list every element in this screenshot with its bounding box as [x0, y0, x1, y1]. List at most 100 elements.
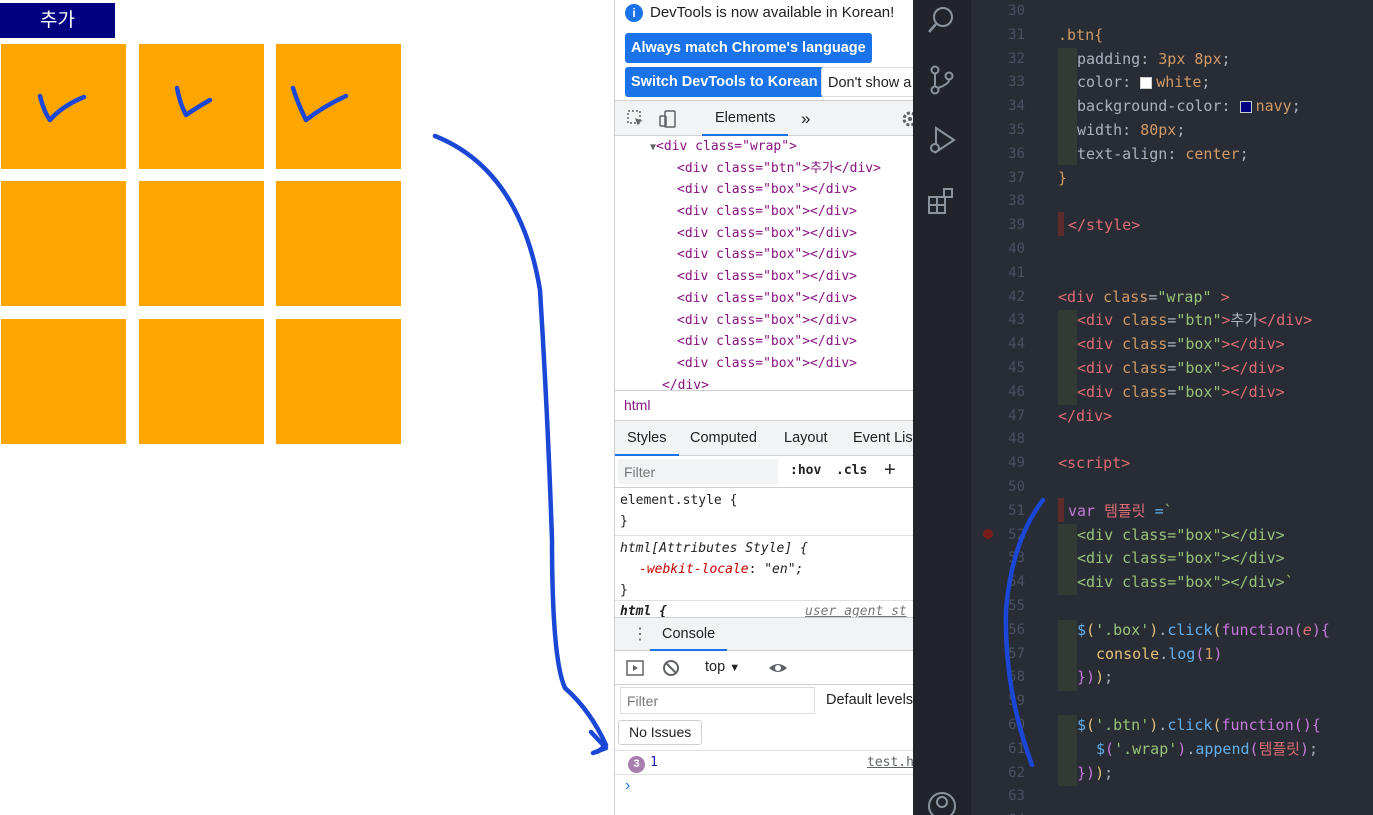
color-swatch[interactable] — [1140, 76, 1153, 89]
hover-state-toggle[interactable]: :hov — [790, 463, 822, 478]
line-number: 64 — [975, 809, 1025, 815]
devtools-toolbar: Elements » — [615, 100, 913, 136]
dom-node-close[interactable]: </div> — [662, 377, 709, 393]
dom-node-box[interactable]: <div class="box"></div> — [677, 182, 858, 198]
drawer-menu-icon[interactable]: ⋮ — [632, 626, 648, 643]
css-value: white — [1156, 73, 1202, 92]
repeat-count-badge: 3 — [628, 756, 645, 773]
tab-event-listeners[interactable]: Event List — [853, 430, 913, 446]
css-property: width — [1077, 121, 1123, 139]
code-line: <div class="box"></div> — [1077, 335, 1285, 354]
dom-node-box[interactable]: <div class="box"></div> — [677, 312, 858, 328]
line-number: 41 — [1008, 264, 1025, 281]
tab-computed[interactable]: Computed — [690, 430, 757, 446]
switch-to-korean-button[interactable]: Switch DevTools to Korean — [625, 67, 824, 97]
dom-node-box[interactable]: <div class="box"></div> — [677, 204, 858, 220]
code-method: append — [1195, 739, 1250, 758]
dom-node-box[interactable]: <div class="box"></div> — [677, 290, 858, 306]
box-4[interactable] — [1, 181, 126, 306]
box-9[interactable] — [276, 319, 401, 444]
line-number: 49 — [1008, 455, 1025, 472]
line-number: 35 — [1008, 122, 1025, 138]
live-expression-eye-icon[interactable] — [768, 659, 787, 677]
tab-console[interactable]: Console — [650, 618, 728, 651]
new-rule-icon[interactable]: + — [884, 459, 896, 481]
code-line: <div class="wrap" > — [1058, 287, 1230, 306]
activity-bar — [913, 0, 971, 815]
context-selector[interactable]: top ▼ — [705, 659, 740, 675]
line-number: 34 — [1008, 98, 1025, 115]
dom-node-box[interactable]: <div class="box"></div> — [677, 355, 858, 371]
tab-styles[interactable]: Styles — [615, 421, 679, 456]
no-issues-button[interactable]: No Issues — [618, 720, 703, 745]
code-string: '.btn' — [1095, 716, 1150, 734]
box-6[interactable] — [276, 181, 401, 306]
breakpoint-marker[interactable] — [983, 529, 993, 539]
clear-console-icon[interactable] — [662, 659, 680, 677]
line-number: 38 — [1008, 193, 1025, 210]
code-method: click — [1167, 716, 1213, 734]
sidebar-toggle-icon[interactable] — [626, 659, 644, 677]
box-5[interactable] — [139, 181, 264, 306]
source-control-icon[interactable] — [926, 64, 958, 96]
code-line: $('.wrap').append(템플릿); — [1096, 739, 1319, 758]
rule-selector: html[Attributes Style] { — [620, 541, 808, 556]
more-tabs-icon[interactable]: » — [801, 109, 811, 128]
console-prompt[interactable]: › — [625, 777, 631, 794]
dont-show-again-button[interactable]: Don't show a — [821, 67, 913, 97]
code-variable: 템플릿 — [1258, 739, 1300, 758]
dom-node-box[interactable]: <div class="box"></div> — [677, 334, 858, 350]
dom-node-box[interactable]: <div class="box"></div> — [677, 269, 858, 285]
css-value: center — [1185, 144, 1240, 163]
chevron-down-icon: ▼ — [729, 662, 741, 674]
indent-guide — [1058, 524, 1077, 595]
extensions-icon[interactable] — [926, 185, 958, 217]
box-1[interactable] — [1, 44, 126, 169]
breadcrumb-html[interactable]: html — [624, 397, 651, 413]
tab-elements[interactable]: Elements — [702, 101, 789, 136]
box-8[interactable] — [139, 319, 264, 444]
console-filter-input[interactable] — [620, 687, 815, 714]
settings-gear-icon[interactable] — [901, 110, 913, 128]
line-number: 43 — [1008, 312, 1025, 329]
code-param: e — [1302, 620, 1312, 639]
log-value: 1 — [650, 755, 658, 770]
default-levels-dropdown[interactable]: Default levels — [826, 692, 913, 708]
line-number: 47 — [1008, 407, 1025, 424]
tab-layout[interactable]: Layout — [784, 430, 828, 446]
inspect-element-icon[interactable] — [627, 110, 645, 128]
line-number: 36 — [1008, 145, 1025, 162]
always-match-language-button[interactable]: Always match Chrome's language — [625, 33, 872, 63]
search-icon[interactable] — [926, 4, 958, 36]
add-button[interactable]: 추가 — [0, 3, 115, 38]
code-object: console — [1096, 644, 1160, 663]
dom-node-wrap[interactable]: ▼<div class="wrap"> — [650, 139, 797, 154]
dom-node-btn[interactable]: <div class="btn">추가</div> — [677, 160, 881, 176]
line-number: 51 — [1008, 502, 1025, 519]
box-2[interactable] — [139, 44, 264, 169]
dom-node-box[interactable]: <div class="box"></div> — [677, 247, 858, 263]
run-debug-icon[interactable] — [926, 124, 958, 156]
rule-close: } — [620, 514, 628, 529]
css-property: text-align — [1077, 144, 1168, 163]
console-toolbar: top ▼ — [615, 651, 913, 685]
code-area[interactable]: .btn{ padding: 3px 8px; color: white; ba… — [1058, 0, 1373, 815]
device-toolbar-icon[interactable] — [659, 110, 677, 128]
code-line: </style> — [1068, 216, 1141, 235]
code-keyword: function — [1221, 716, 1294, 734]
dom-node-box[interactable]: <div class="box"></div> — [677, 225, 858, 241]
rule-value: "en"; — [764, 562, 804, 577]
user-agent-label: user agent st — [805, 604, 907, 617]
box-3[interactable] — [276, 44, 401, 169]
account-icon[interactable] — [926, 790, 958, 815]
code-line: <div class="box"></div> — [1077, 525, 1285, 544]
styles-filter-input[interactable] — [618, 459, 778, 484]
class-toggle[interactable]: .cls — [836, 463, 868, 478]
code-line: })); — [1077, 668, 1114, 687]
log-source-link[interactable]: test.h — [867, 755, 913, 770]
box-7[interactable] — [1, 319, 126, 444]
code-method: click — [1167, 620, 1213, 639]
rule-declaration[interactable]: -webkit-locale: "en"; — [639, 562, 804, 577]
indent-guide — [1058, 310, 1077, 405]
color-swatch[interactable] — [1239, 100, 1252, 113]
